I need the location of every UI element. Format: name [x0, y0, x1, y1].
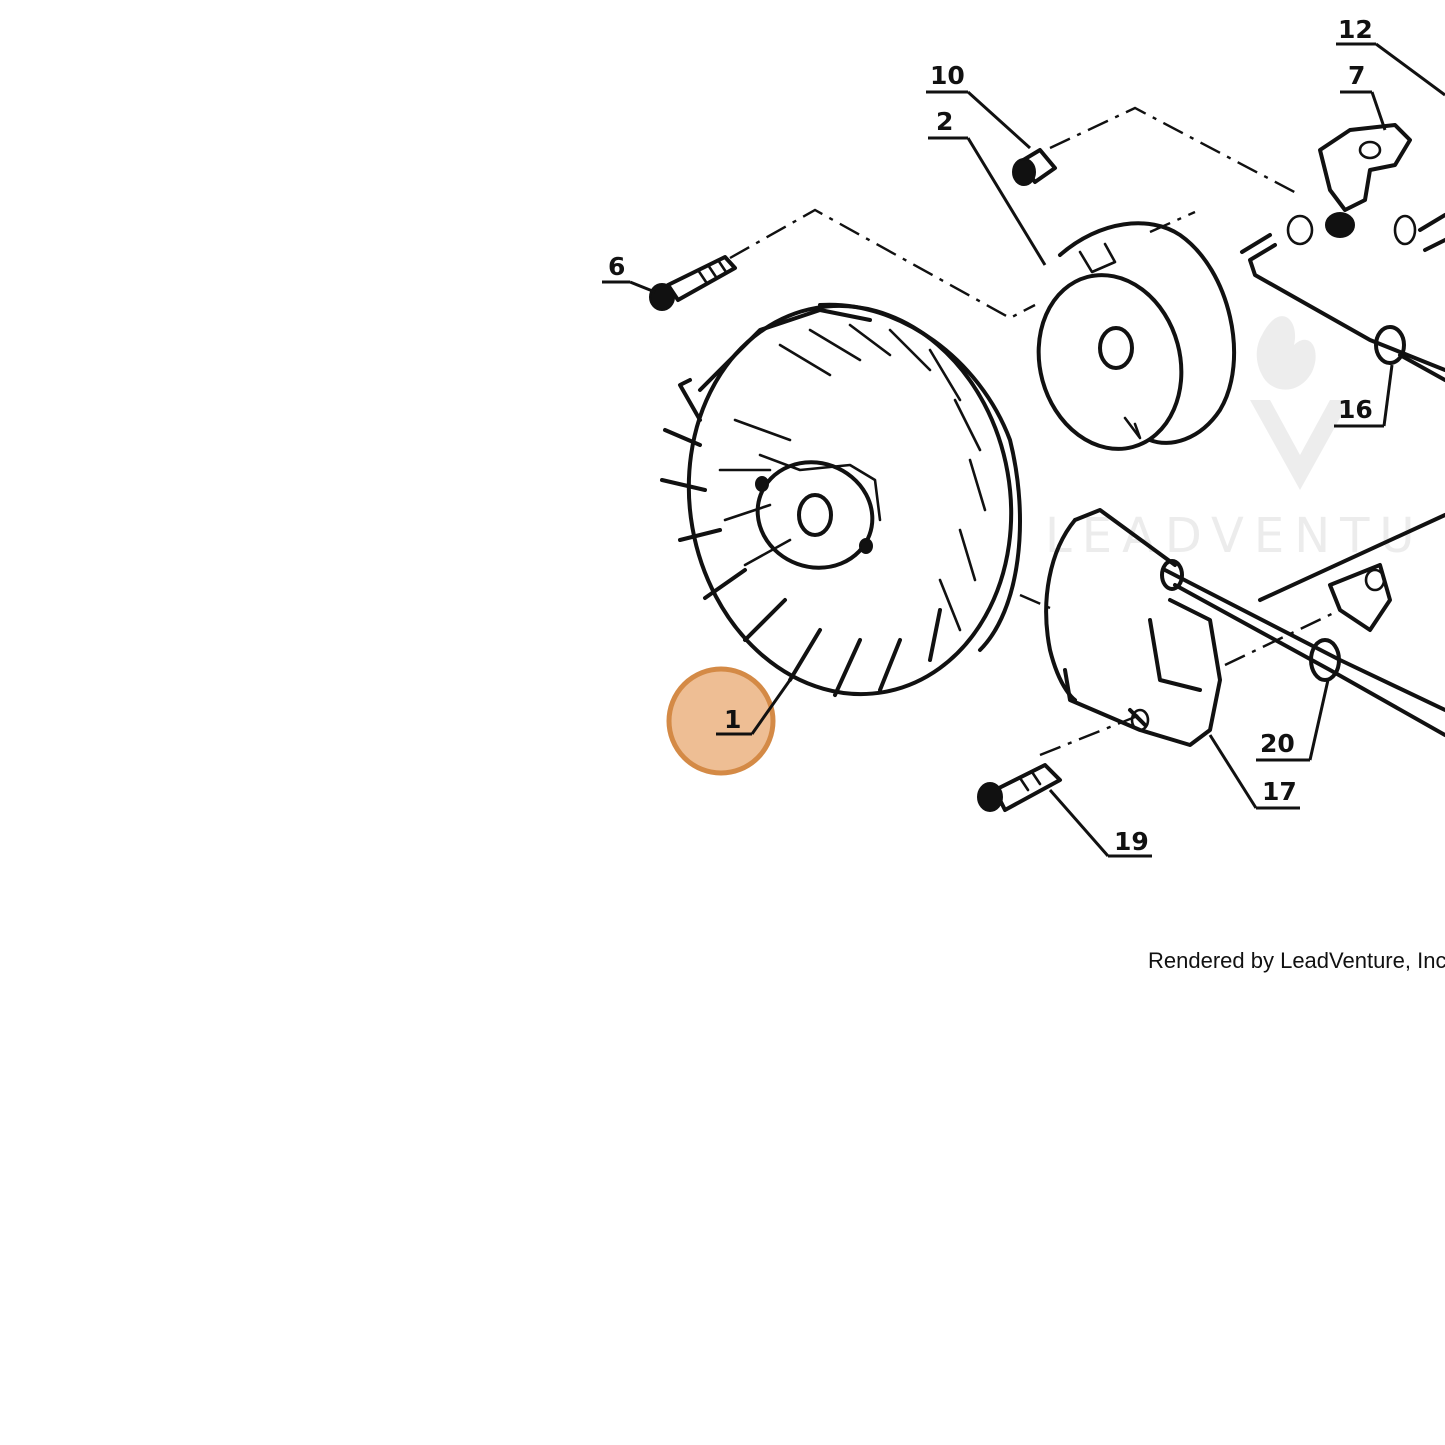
callout-label: 17 — [1262, 777, 1297, 806]
callout-1[interactable]: 1 — [716, 679, 792, 736]
callout-label: 2 — [936, 107, 953, 136]
callout-label: 7 — [1348, 61, 1365, 90]
callout-label: 16 — [1338, 395, 1373, 424]
bolt-part-19[interactable] — [977, 763, 1062, 812]
callout-12[interactable]: 12 — [1336, 15, 1445, 97]
callout-label: 12 — [1338, 15, 1373, 44]
flywheel-part-1[interactable] — [659, 280, 1042, 720]
rotor-cup-part-2[interactable] — [1020, 221, 1237, 465]
nut-part-10[interactable] — [1012, 148, 1057, 186]
callout-6[interactable]: 6 — [602, 252, 656, 294]
callout-16[interactable]: 16 — [1334, 364, 1394, 428]
callout-7[interactable]: 7 — [1340, 61, 1387, 131]
selected-callout-highlight[interactable] — [666, 666, 776, 776]
callout-17[interactable]: 17 — [1208, 734, 1300, 810]
rod-part-16[interactable] — [1240, 233, 1445, 382]
credit-text: Rendered by LeadVenture, Inc. — [1148, 948, 1445, 973]
starter-part-17[interactable] — [1044, 508, 1222, 747]
shaft-part-20[interactable] — [1160, 513, 1445, 737]
callout-label: 10 — [930, 61, 965, 90]
watermark-text: LEADVENTU — [1045, 508, 1425, 564]
callout-10[interactable]: 10 — [926, 61, 1032, 150]
callout-label: 19 — [1114, 827, 1149, 856]
callout-2[interactable]: 2 — [928, 107, 1047, 266]
callout-19[interactable]: 19 — [1048, 789, 1152, 858]
callout-label: 6 — [608, 252, 625, 281]
watermark: LEADVENTU — [1045, 316, 1425, 564]
bolt-part-6[interactable] — [649, 255, 737, 311]
assembly-axis-lines — [729, 106, 1341, 757]
callout-label: 20 — [1260, 729, 1295, 758]
lever-part-7[interactable] — [1286, 123, 1445, 252]
callout-label: 1 — [724, 705, 741, 734]
callout-20[interactable]: 20 — [1256, 679, 1330, 762]
